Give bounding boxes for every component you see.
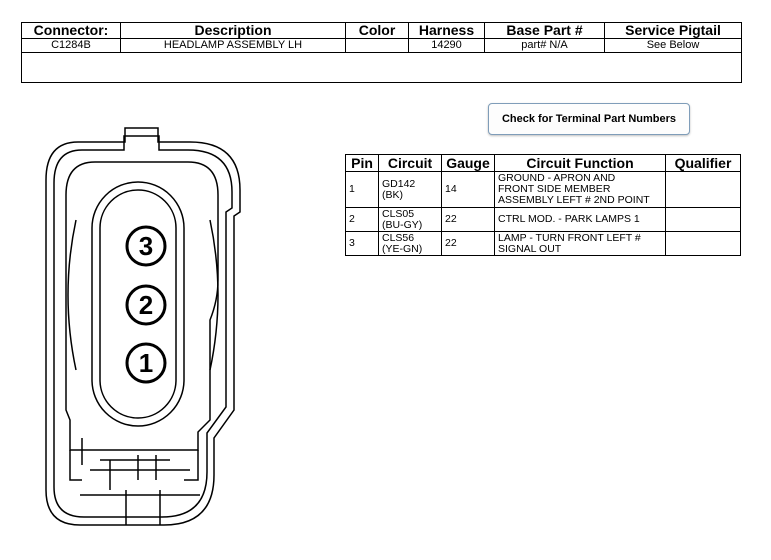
function-line: CTRL MOD. - PARK LAMPS 1 bbox=[498, 213, 640, 225]
col-circuit: Circuit bbox=[378, 154, 442, 172]
header-base-part: Base Part # bbox=[484, 22, 605, 39]
connector-info-row: C1284B HEADLAMP ASSEMBLY LH 14290 part# … bbox=[21, 38, 742, 53]
pin-2-label: 2 bbox=[139, 290, 153, 320]
qualifier-value bbox=[665, 207, 741, 232]
col-circuit-function: Circuit Function bbox=[494, 154, 666, 172]
pin-number: 1 bbox=[345, 171, 379, 208]
col-gauge: Gauge bbox=[441, 154, 495, 172]
pin-3: 3 bbox=[125, 225, 167, 267]
header-connector: Connector: bbox=[21, 22, 121, 39]
gauge-value: 22 bbox=[441, 207, 495, 232]
circuit-cell: CLS05 (BU-GY) bbox=[378, 207, 442, 232]
function-line: SIGNAL OUT bbox=[498, 242, 562, 255]
header-color: Color bbox=[345, 22, 409, 39]
header-service-pigtail: Service Pigtail bbox=[604, 22, 742, 39]
connector-face-diagram: 3 2 1 bbox=[45, 127, 241, 526]
function-line: GROUND - APRON AND bbox=[498, 172, 616, 184]
pin-table-header: Pin Circuit Gauge Circuit Function Quali… bbox=[345, 154, 741, 172]
function-cell: LAMP - TURN FRONT LEFT # SIGNAL OUT bbox=[494, 231, 666, 256]
connector-base-part: part# N/A bbox=[484, 38, 605, 53]
table-row: 3 CLS56 (YE-GN) 22 LAMP - TURN FRONT LEF… bbox=[345, 231, 741, 256]
circuit-cell: CLS56 (YE-GN) bbox=[378, 231, 442, 256]
qualifier-value bbox=[665, 231, 741, 256]
connector-description: HEADLAMP ASSEMBLY LH bbox=[120, 38, 346, 53]
header-harness: Harness bbox=[408, 22, 485, 39]
terminal-part-numbers-button[interactable]: Check for Terminal Part Numbers bbox=[488, 103, 690, 135]
connector-id: C1284B bbox=[21, 38, 121, 53]
col-pin: Pin bbox=[345, 154, 379, 172]
circuit-color: (YE-GN) bbox=[382, 242, 423, 255]
notes-cell bbox=[21, 52, 742, 83]
circuit-color: (BU-GY) bbox=[382, 218, 423, 231]
function-line: FRONT SIDE MEMBER bbox=[498, 183, 611, 195]
circuit-cell: GD142 (BK) bbox=[378, 171, 442, 208]
gauge-value: 22 bbox=[441, 231, 495, 256]
connector-service-pigtail: See Below bbox=[604, 38, 742, 53]
pin-number: 3 bbox=[345, 231, 379, 256]
connector-info-header-row: Connector: Description Color Harness Bas… bbox=[21, 22, 742, 39]
table-row: 1 GD142 (BK) 14 GROUND - APRON AND FRONT… bbox=[345, 171, 741, 208]
circuit-code: GD142 bbox=[382, 177, 416, 190]
qualifier-value bbox=[665, 171, 741, 208]
pin-2: 2 bbox=[125, 284, 167, 326]
pin-1-label: 1 bbox=[139, 348, 153, 378]
function-cell: GROUND - APRON AND FRONT SIDE MEMBER ASS… bbox=[494, 171, 666, 208]
gauge-value: 14 bbox=[441, 171, 495, 208]
pin-1: 1 bbox=[125, 342, 167, 384]
notes-row bbox=[21, 52, 742, 83]
connector-info-table: Connector: Description Color Harness Bas… bbox=[21, 22, 742, 83]
circuit-color: (BK) bbox=[382, 188, 403, 201]
col-qualifier: Qualifier bbox=[665, 154, 741, 172]
connector-color bbox=[345, 38, 409, 53]
pin-number: 2 bbox=[345, 207, 379, 232]
table-row: 2 CLS05 (BU-GY) 22 CTRL MOD. - PARK LAMP… bbox=[345, 207, 741, 232]
function-line: ASSEMBLY LEFT # 2ND POINT bbox=[498, 194, 650, 206]
circuit-code: CLS56 bbox=[382, 231, 415, 244]
pin-3-label: 3 bbox=[139, 231, 153, 261]
connector-harness: 14290 bbox=[408, 38, 485, 53]
function-cell: CTRL MOD. - PARK LAMPS 1 bbox=[494, 207, 666, 232]
header-description: Description bbox=[120, 22, 346, 39]
pin-table: Pin Circuit Gauge Circuit Function Quali… bbox=[345, 154, 741, 256]
function-line: LAMP - TURN FRONT LEFT # bbox=[498, 231, 641, 244]
circuit-code: CLS05 bbox=[382, 207, 415, 220]
